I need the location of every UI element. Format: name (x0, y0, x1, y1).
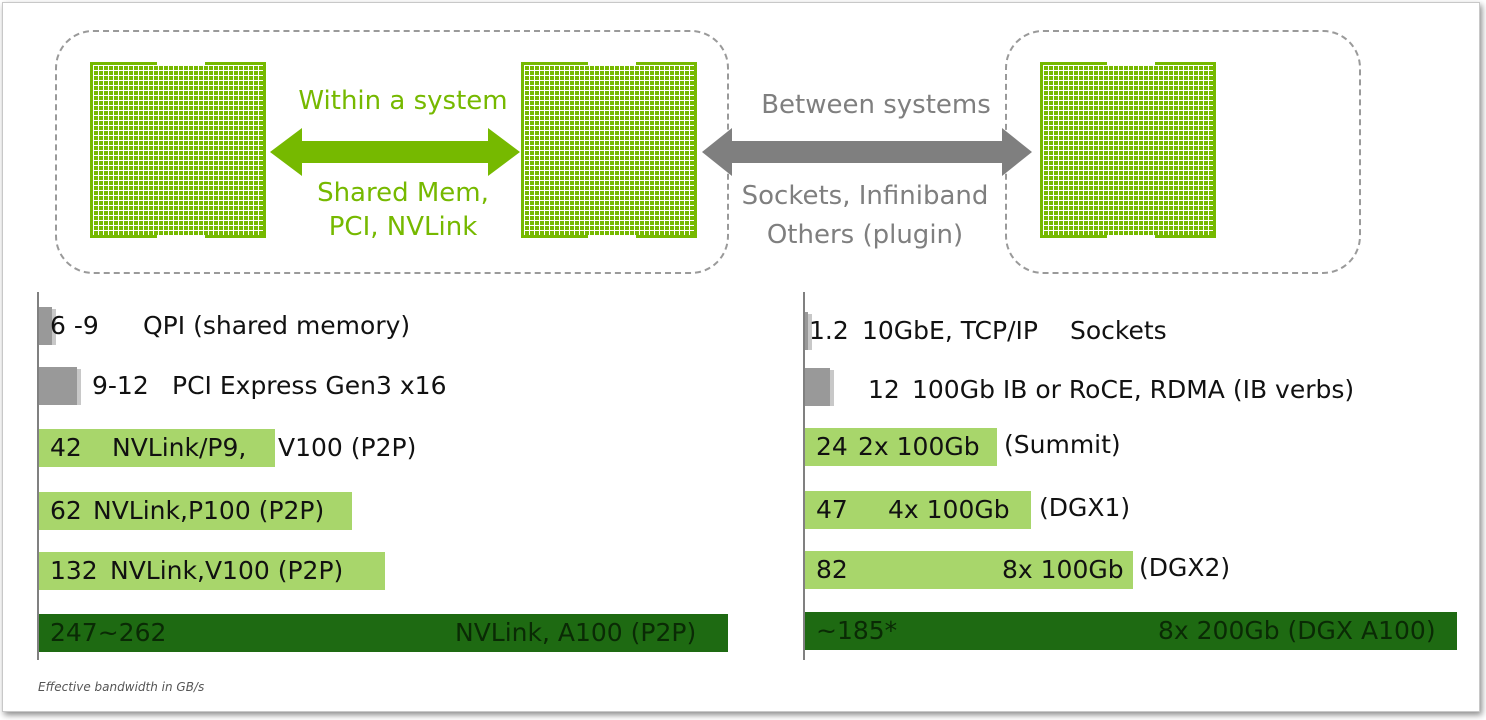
right-bar-10gbe (805, 312, 812, 350)
left-label-nvlink-v100: NVLink,V100 (P2P) (110, 556, 344, 585)
left-bar-nvlink-v100 (39, 552, 385, 590)
within-system-sub-2: PCI, NVLink (328, 212, 478, 242)
right-value-100gb-ib: 12 (868, 375, 900, 404)
right-label-10gbe: 10GbE, TCP/IP (862, 316, 1038, 345)
footnote: Effective bandwidth in GB/s (38, 680, 205, 694)
right-bar-axis (803, 292, 805, 660)
between-system-arrow-icon (702, 128, 1032, 176)
left-value-nvlink-p9: 42 (50, 433, 82, 462)
within-system-title: Within a system (298, 86, 508, 116)
gpu-chip-icon-1 (90, 62, 266, 238)
right-label2-dgx2: (DGX2) (1139, 553, 1231, 582)
between-system-title: Between systems (761, 90, 991, 120)
right-label-summit: 2x 100Gb (858, 432, 980, 461)
left-label2-nvlink-p9: V100 (P2P) (278, 433, 417, 462)
left-value-nvlink-p100: 62 (50, 496, 82, 525)
right-bar-100gb-ib (805, 368, 834, 406)
left-bar-pcie (39, 367, 81, 405)
left-value-nvlink-a100: 247~262 (50, 618, 167, 647)
left-label-qpi: QPI (shared memory) (143, 311, 411, 340)
left-label-nvlink-p100: NVLink,P100 (P2P) (93, 496, 325, 525)
right-label-dgx2: 8x 100Gb (1002, 555, 1124, 584)
right-bar-summit (805, 428, 997, 466)
right-value-dgx1: 47 (816, 495, 848, 524)
left-bar-nvlink-p100 (39, 492, 352, 530)
right-value-dgx-a100: ~185* (816, 616, 898, 645)
right-value-summit: 24 (816, 432, 848, 461)
right-value-dgx2: 82 (816, 555, 848, 584)
right-bar-dgx1 (805, 491, 1031, 529)
left-bar-nvlink-p9 (39, 429, 275, 467)
gpu-chip-icon-2 (521, 62, 697, 238)
left-bar-axis (37, 292, 39, 660)
gpu-chip-icon-3 (1040, 62, 1216, 238)
left-value-pcie: 9-12 (92, 371, 149, 400)
left-label-nvlink-a100: NVLink, A100 (P2P) (455, 618, 697, 647)
left-label-nvlink-p9: NVLink/P9, (112, 433, 247, 462)
right-label-dgx1: 4x 100Gb (888, 495, 1010, 524)
right-label-dgx-a100: 8x 200Gb (DGX A100) (1158, 616, 1436, 645)
right-label2-dgx1: (DGX1) (1039, 493, 1131, 522)
left-label-pcie: PCI Express Gen3 x16 (172, 371, 447, 400)
left-value-qpi: 6 -9 (50, 311, 99, 340)
between-system-sub-2: Others (plugin) (766, 220, 964, 250)
right-label-100gb-ib: 100Gb IB or RoCE, RDMA (IB verbs) (912, 375, 1355, 404)
left-bar-nvlink-a100 (39, 614, 728, 652)
between-system-sub-1: Sockets, Infiniband (741, 181, 989, 211)
right-label2-10gbe: Sockets (1070, 316, 1167, 345)
within-system-arrow-icon (270, 128, 520, 176)
right-value-10gbe: 1.2 (809, 316, 849, 345)
left-value-nvlink-v100: 132 (50, 556, 98, 585)
within-system-sub-1: Shared Mem, (317, 178, 489, 208)
right-label2-summit: (Summit) (1004, 430, 1121, 459)
right-bar-dgx2 (805, 551, 1133, 589)
right-bar-dgx-a100 (805, 612, 1457, 650)
left-bar-qpi (39, 307, 56, 345)
